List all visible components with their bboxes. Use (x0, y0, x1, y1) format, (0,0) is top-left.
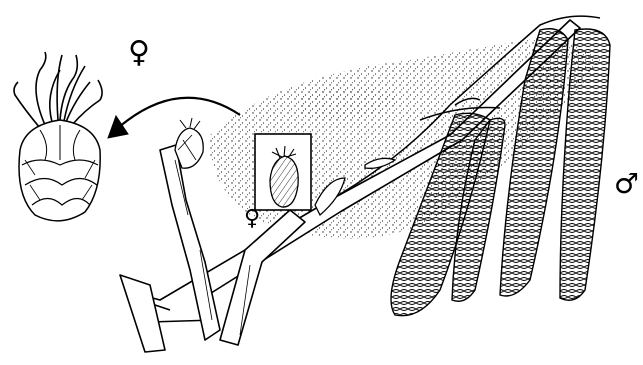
highlight-box (255, 134, 311, 210)
female-symbol-small: ♀ (244, 208, 260, 230)
female-bud-small (175, 118, 203, 168)
male-symbol: ♂ (614, 170, 639, 198)
female-symbol-large: ♀ (128, 38, 150, 68)
female-flower-magnified (14, 52, 102, 221)
